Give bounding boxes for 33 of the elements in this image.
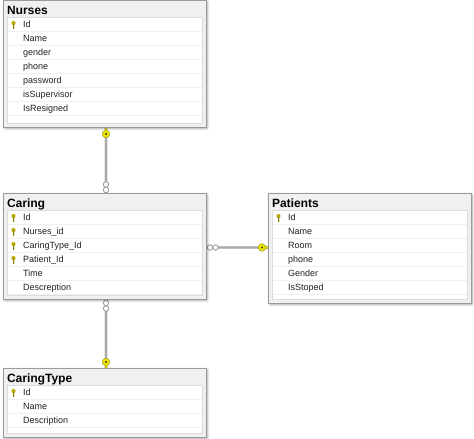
column-name: Name: [23, 32, 48, 45]
column-name: Patient_Id: [23, 253, 64, 266]
column-name: Time: [23, 267, 43, 280]
relationship-line: [102, 128, 110, 194]
column-name: CaringType_Id: [23, 239, 82, 252]
column-name: password: [23, 74, 62, 87]
column-name: IsResigned: [23, 102, 68, 115]
table-title: CaringType: [6, 370, 74, 385]
column-name: Id: [23, 211, 31, 224]
table-title: Caring: [6, 195, 46, 210]
column-name: Room: [288, 239, 312, 252]
column-name: phone: [23, 60, 48, 73]
column-name: phone: [288, 253, 314, 266]
column-name: Id: [23, 18, 31, 31]
column-name: Descreption: [23, 281, 72, 294]
column-name: Name: [288, 225, 312, 238]
column-name: Id: [288, 211, 296, 224]
table-box: [3, 193, 207, 300]
table-title: Nurses: [6, 2, 49, 17]
table-title: Patients: [271, 195, 320, 210]
column-name: isSupervisor: [23, 88, 73, 101]
table-box: [3, 0, 207, 128]
table-box: [268, 193, 472, 304]
column-name: Gender: [288, 267, 318, 280]
column-name: gender: [23, 46, 52, 59]
column-name: IsStoped: [288, 281, 324, 294]
table-box: [3, 368, 207, 438]
relationship-line: [206, 244, 268, 252]
column-name: Name: [23, 400, 48, 413]
column-name: Id: [23, 386, 31, 399]
column-name: Nurses_id: [23, 225, 64, 238]
column-name: Description: [23, 414, 68, 427]
relationship-line: [102, 300, 110, 368]
